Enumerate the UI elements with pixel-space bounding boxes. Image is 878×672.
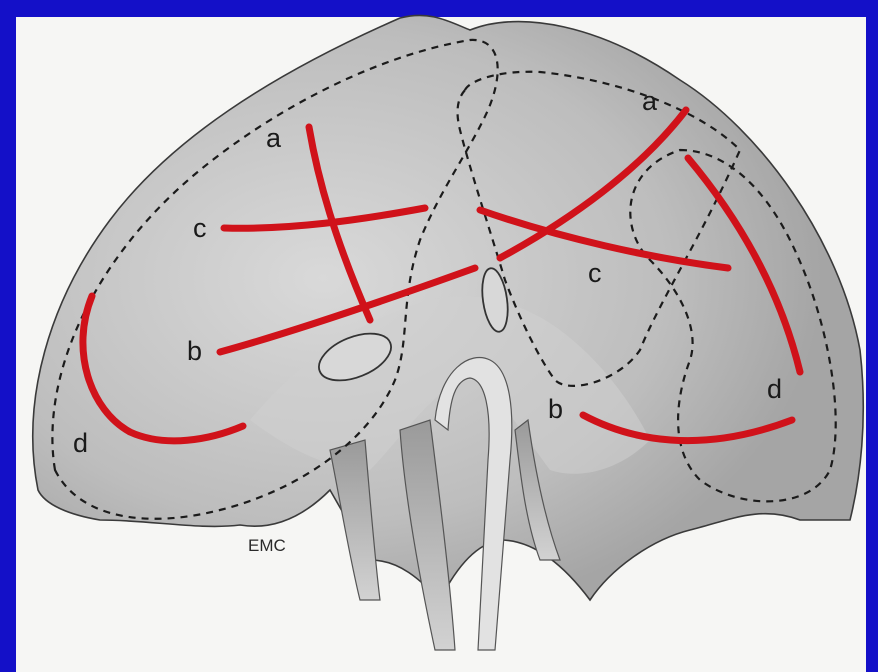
label-a-right: a <box>642 86 658 116</box>
label-c-right: c <box>588 258 602 288</box>
label-c-left: c <box>193 213 207 243</box>
emc-logo: EMC <box>248 536 286 555</box>
label-a-left: a <box>266 123 282 153</box>
label-d-left: d <box>73 428 88 458</box>
label-d-right: d <box>767 374 782 404</box>
label-b-left: b <box>187 336 202 366</box>
label-b-right: b <box>548 394 563 424</box>
